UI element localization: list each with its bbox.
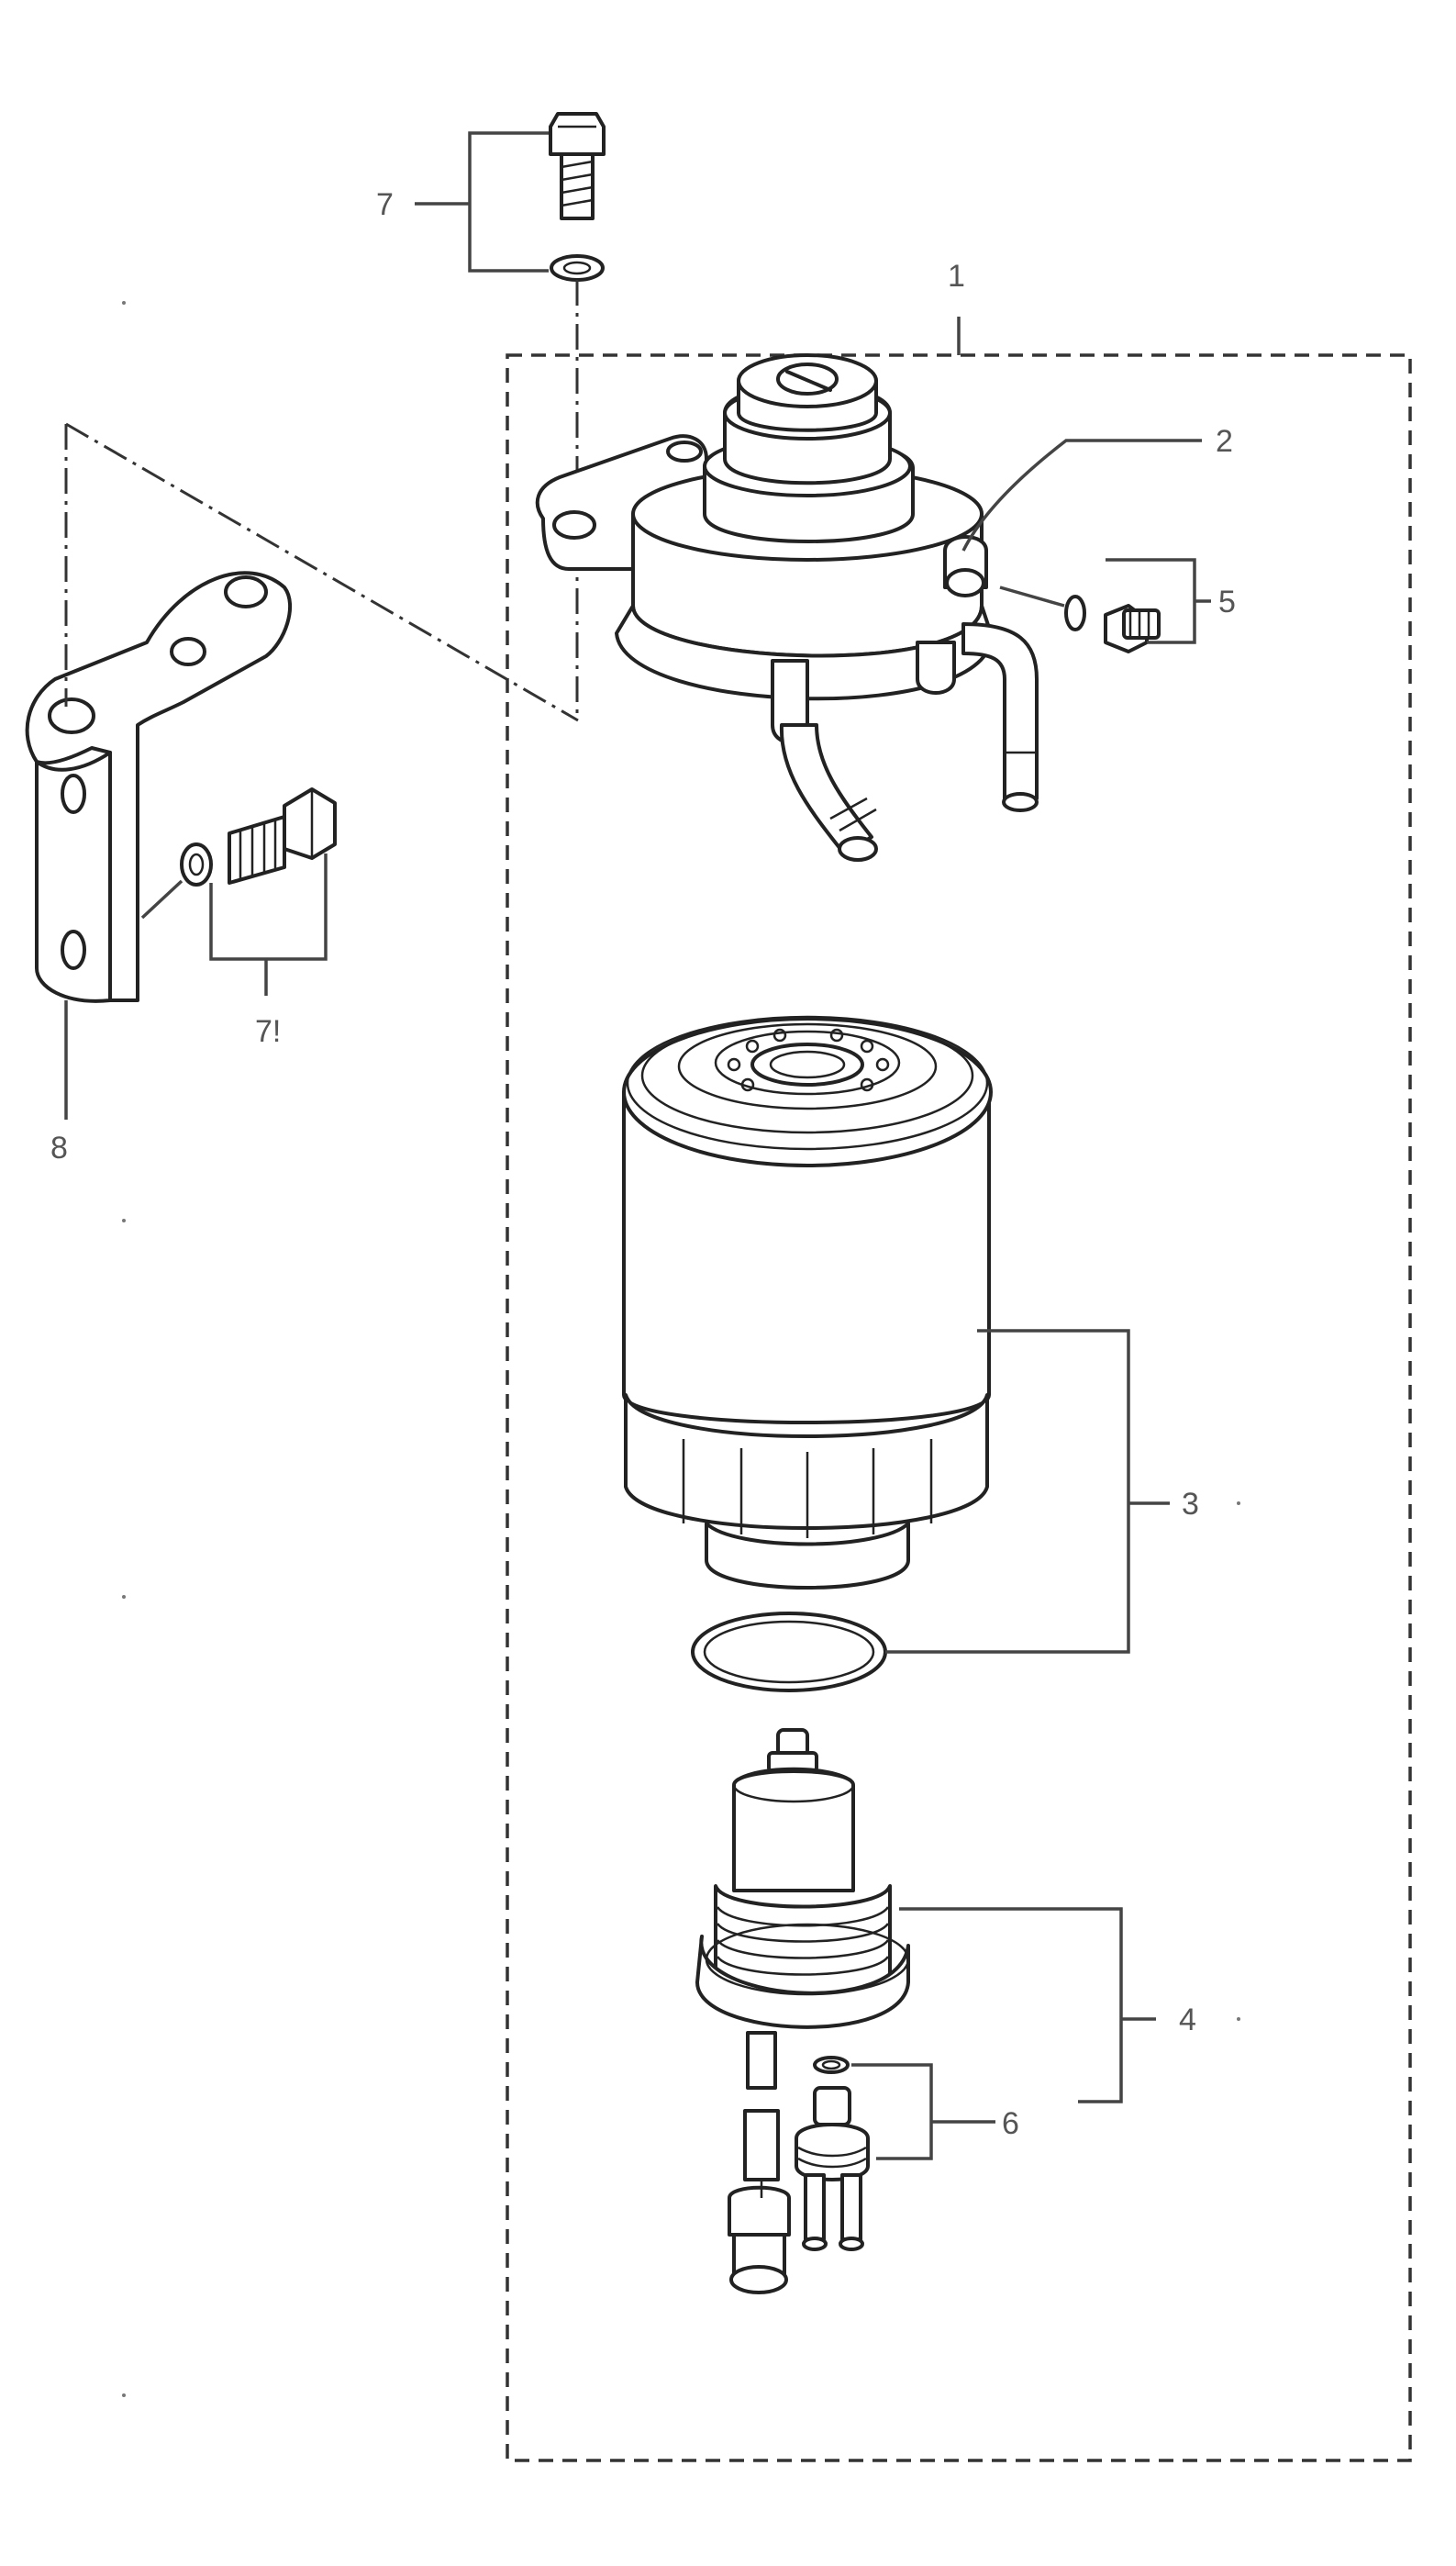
washer-top-7 xyxy=(550,254,605,282)
callout-7-top: 7 xyxy=(376,187,394,222)
mounting-bracket-8 xyxy=(25,571,293,1003)
callout-2: 2 xyxy=(1216,424,1233,459)
o-ring-6 xyxy=(813,2056,850,2074)
callout-2-leader xyxy=(961,439,1202,552)
filter-cartridge-3 xyxy=(622,1015,993,1590)
bracket-alignment-lines xyxy=(64,422,579,722)
callout-4-bracket xyxy=(899,1907,1156,2103)
callout-6: 6 xyxy=(1002,2106,1019,2141)
bolt-side-7 xyxy=(228,787,337,885)
washer-side-7 xyxy=(180,842,213,887)
callout-7-side: 7! xyxy=(255,1014,281,1049)
callout-7-side-bracket xyxy=(140,853,328,996)
washer-5 xyxy=(1064,595,1086,631)
callout-4: 4 xyxy=(1179,2003,1196,2037)
callout-7-top-bracket xyxy=(415,131,549,273)
drain-plug-5 xyxy=(1104,604,1161,653)
water-sensor-4 xyxy=(695,1728,910,2090)
callout-1: 1 xyxy=(948,259,965,294)
callout-6-bracket xyxy=(851,2063,995,2160)
callout-8: 8 xyxy=(50,1131,68,1166)
connector-4 xyxy=(728,2109,791,2294)
o-ring-3 xyxy=(691,1612,887,1692)
callout-5: 5 xyxy=(1218,585,1236,619)
assembly-boundary-1 xyxy=(506,317,1412,2462)
callout-3-bracket xyxy=(885,1329,1170,1654)
callout-5-bracket xyxy=(999,558,1211,644)
callout-3: 3 xyxy=(1182,1487,1199,1522)
drain-plug-6 xyxy=(795,2086,870,2251)
margin-marks xyxy=(122,301,1240,2397)
bolt-top-7 xyxy=(549,112,606,220)
filter-head-2 xyxy=(535,353,1039,862)
